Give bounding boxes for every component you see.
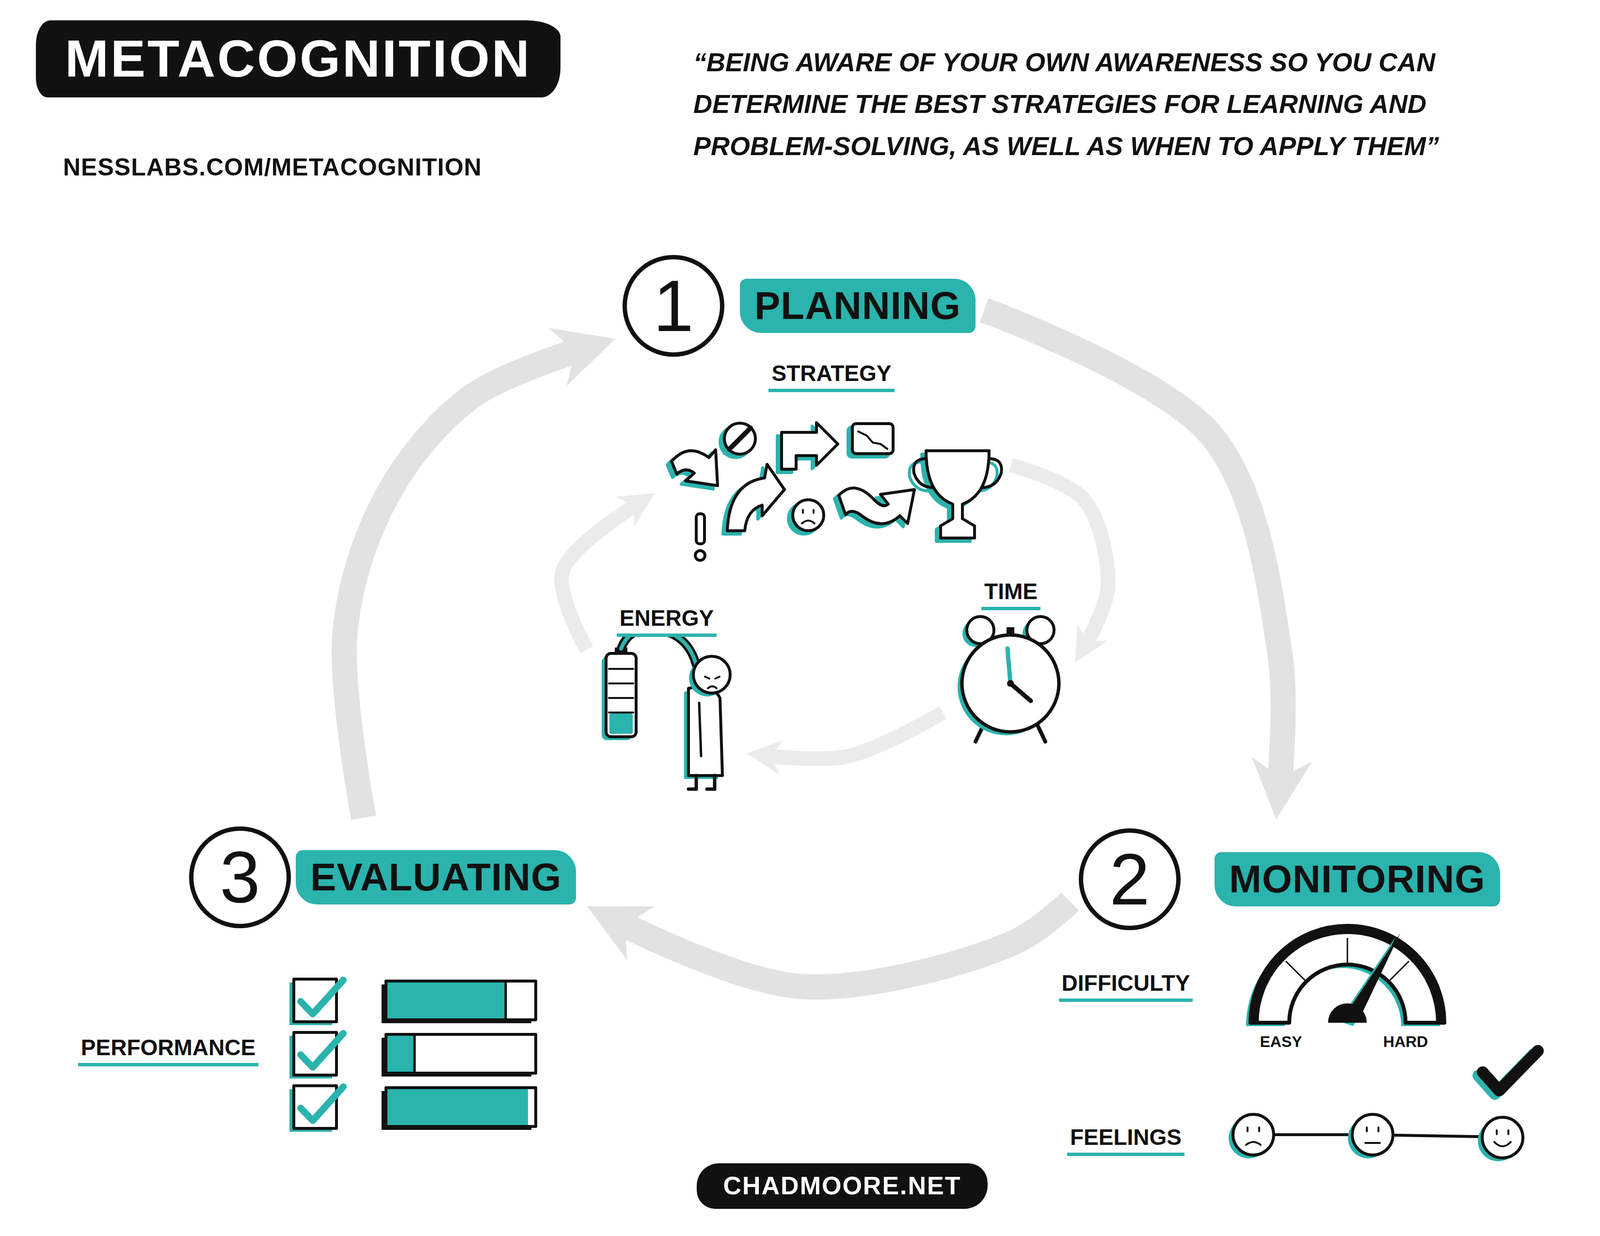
happy-face — [1482, 1117, 1523, 1159]
scale-label: HARD — [1383, 1033, 1428, 1051]
check — [300, 1033, 344, 1068]
gauge-rim — [1254, 929, 1441, 1024]
cycle-arrow — [1010, 465, 1108, 642]
aspect-label: FEELINGS — [1067, 1125, 1185, 1157]
topic-node: STRATEGY — [659, 361, 1004, 565]
step-number: 2 — [1078, 828, 1181, 931]
aspect-label: DIFFICULTY — [1058, 971, 1194, 1003]
definition-quote: “BEING AWARE OF YOUR OWN AWARENESS SO YO… — [693, 41, 1528, 167]
performance-chart — [289, 979, 536, 1133]
bar-track — [385, 1088, 536, 1127]
arm — [699, 703, 702, 757]
battery-segments — [608, 669, 634, 713]
chart-icon — [852, 423, 894, 454]
battery-level — [609, 713, 633, 735]
bar-track — [385, 1034, 536, 1074]
stage-node: 1PLANNING — [622, 255, 976, 357]
sad-face — [1246, 1127, 1261, 1146]
stage-node: 3EVALUATING — [189, 826, 576, 929]
check — [300, 1087, 344, 1121]
exclamation-icon — [695, 513, 705, 561]
scale-label: EASY — [1259, 1033, 1302, 1051]
step-number: 3 — [189, 826, 291, 929]
sad-face — [1232, 1114, 1274, 1156]
source-url: NESSLABS.COM/METACOGNITION — [63, 153, 482, 182]
up-arrow-icon — [727, 464, 785, 531]
topic-label: ENERGY — [616, 606, 717, 638]
stage-node: 2 MONITORING — [1078, 828, 1501, 931]
cycle-arrow — [344, 351, 576, 818]
bent-arrow-icon — [671, 449, 718, 486]
bar-divider — [414, 982, 506, 1072]
credit-text: CHADMOORE.NET — [722, 1171, 961, 1200]
trophy-icon — [913, 450, 1002, 539]
aspect-label: PERFORMANCE — [78, 1035, 259, 1067]
bar-track — [385, 981, 536, 1021]
wavy-arrow-icon — [838, 488, 915, 525]
title-banner: METACOGNITION — [35, 20, 561, 98]
neutral-face — [1365, 1127, 1380, 1144]
battery — [606, 653, 637, 737]
stage-tag: EVALUATING — [295, 850, 576, 905]
bar-fill — [387, 1089, 528, 1126]
tired-face — [704, 676, 720, 689]
turn-arrow-icon — [781, 422, 838, 470]
stage-tag: PLANNING — [739, 278, 976, 334]
body — [688, 687, 723, 777]
happy-face — [1494, 1130, 1511, 1147]
check — [300, 980, 344, 1015]
difficulty-gauge — [1246, 926, 1445, 1027]
topic-node: TIME — [950, 579, 1072, 745]
topic-node: ENERGY — [593, 606, 740, 796]
stage-tag: MONITORING — [1214, 852, 1501, 907]
head — [693, 656, 731, 694]
energy-figure — [601, 629, 731, 790]
neutral-face — [1352, 1114, 1393, 1156]
clock-hand — [1010, 683, 1031, 702]
cycle-arrow — [770, 712, 944, 759]
credit-pill: CHADMOORE.NET — [696, 1163, 988, 1209]
bar-fill — [387, 1036, 415, 1072]
check-mark — [1482, 1051, 1538, 1091]
no-entry-icon — [724, 423, 756, 455]
icon-ink — [671, 422, 1002, 561]
sad-face-icon — [792, 499, 824, 531]
cycle-arrow — [624, 901, 1071, 988]
clock-icon — [957, 616, 1059, 742]
feelings-scale — [1228, 1051, 1538, 1162]
clock-pin — [1007, 680, 1014, 688]
topic-label: TIME — [981, 579, 1041, 611]
step-number: 1 — [622, 255, 725, 357]
cycle-arrow — [984, 310, 1284, 778]
clock-hand — [1007, 648, 1011, 684]
clock-face — [961, 635, 1059, 733]
legs — [688, 775, 715, 790]
gauge-dial — [1250, 926, 1445, 1024]
topic-label: STRATEGY — [768, 361, 895, 393]
bar-fill — [387, 982, 506, 1019]
gauge-hub — [1328, 1003, 1367, 1024]
